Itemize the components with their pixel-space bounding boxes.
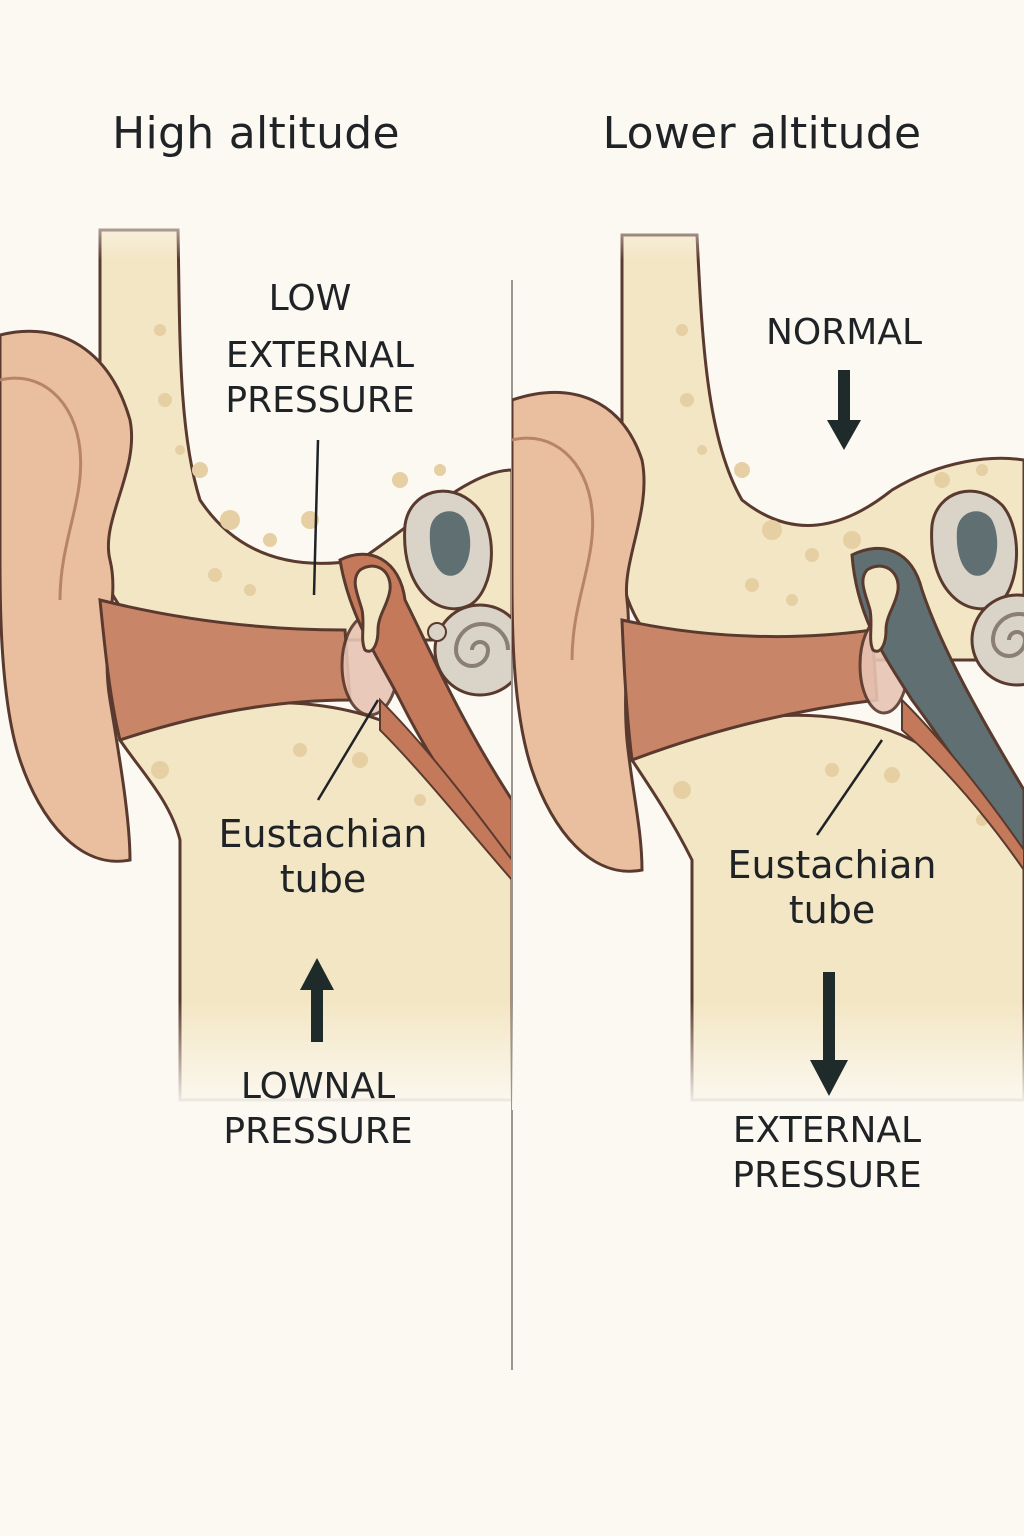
middle-ear-cavity [338, 552, 512, 863]
ear-canal [620, 618, 879, 763]
label-line: PRESSURE [732, 1155, 922, 1196]
outer-ear-fold [0, 376, 83, 601]
arrow-down-icon [827, 370, 861, 450]
arrow-up-icon [300, 958, 334, 1042]
label-line: tube [279, 857, 367, 901]
ossicles [353, 564, 392, 653]
panel-title: Lower altitude [602, 108, 922, 159]
label-line: tube [788, 888, 876, 932]
inner-ear-fluid [956, 511, 998, 576]
ossicles [861, 564, 900, 653]
panel-high-altitude: High altitude LOW EXTERNAL PRESSURE Eust… [0, 108, 512, 1154]
inner-ear-fluid [429, 511, 471, 576]
label-line: EXTERNAL [225, 335, 415, 376]
label-low-external-pressure: LOW EXTERNAL PRESSURE [180, 276, 460, 423]
cochlea-spiral [453, 622, 510, 668]
outer-ear-fold [512, 436, 595, 661]
panel-title: High altitude [112, 108, 400, 159]
label-line: PRESSURE [223, 1111, 413, 1152]
cochlea-spiral [990, 612, 1024, 658]
ear-illustration-left [0, 200, 512, 1110]
outer-ear [512, 391, 646, 873]
label-line: Eustachian [727, 843, 937, 887]
label-eustachian-tube: Eustachian tube [692, 843, 972, 933]
bone-texture [151, 324, 446, 806]
label-eustachian-tube: Eustachian tube [183, 812, 463, 902]
label-line: Eustachian [218, 812, 428, 856]
label-external-pressure: EXTERNAL PRESSURE [687, 1108, 967, 1198]
outer-ear [0, 329, 133, 863]
label-line: EXTERNAL [732, 1110, 922, 1151]
eustachian-tube [901, 697, 1024, 872]
label-lownal-pressure: LOWNAL PRESSURE [178, 1064, 458, 1154]
label-line: LOWNAL [240, 1066, 396, 1107]
middle-ear-cavity [850, 546, 1024, 863]
panel-divider [511, 280, 513, 1370]
eustachian-tube [379, 697, 512, 882]
label-line: NORMAL [765, 312, 923, 353]
leader-line-tube [815, 739, 884, 836]
label-normal: NORMAL [704, 310, 984, 355]
ear-canal [98, 598, 352, 742]
ear-illustration-right [512, 200, 1024, 1110]
panel-lower-altitude: Lower altitude NORMAL Eustachian tube EX… [512, 0, 1024, 1536]
leader-line-tube [316, 699, 380, 801]
arrow-down-icon [810, 972, 848, 1096]
cochlea [970, 593, 1024, 687]
leader-line-top [312, 439, 320, 596]
label-line: PRESSURE [225, 380, 415, 421]
label-line: LOW [268, 278, 352, 319]
